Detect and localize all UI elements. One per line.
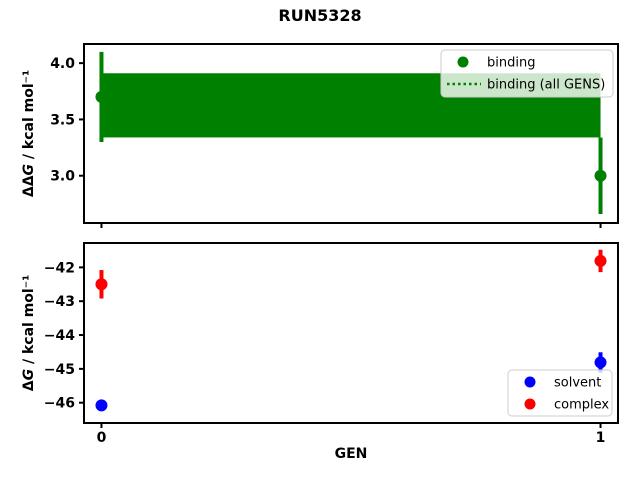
y-tick-label: 4.0 — [50, 56, 75, 72]
y-tick-label: −46 — [44, 396, 75, 412]
y-axis-label: ΔG / kcal mol⁻¹ — [21, 275, 37, 391]
y-tick-label: −45 — [44, 362, 75, 378]
y-tick-label: −44 — [44, 328, 75, 344]
axes-frame — [83, 242, 619, 424]
x-tick-label: 1 — [596, 430, 606, 446]
axes-frame — [83, 43, 619, 224]
y-tick-label: −43 — [44, 294, 75, 310]
y-tick-label: 3.5 — [50, 112, 75, 128]
solvent-point — [594, 356, 607, 369]
legend-box — [440, 49, 614, 98]
legend-label: solvent — [554, 376, 601, 391]
complex-point — [594, 254, 607, 267]
legend-label: complex — [554, 398, 609, 413]
binding-point — [95, 90, 108, 103]
subplot-bottom: −42 −43 −44 −45 −46 0 1 ΔG / kcal mol⁻¹ solvent c… — [21, 242, 619, 446]
y-axis-label: ΔΔG / kcal mol⁻¹ — [21, 70, 37, 197]
binding-legend-marker-icon — [457, 56, 469, 68]
x-axis-label: GEN — [334, 446, 368, 462]
solvent-legend-marker-icon — [524, 376, 536, 388]
complex-point — [95, 278, 108, 291]
binding-point — [594, 169, 607, 182]
solvent-point — [95, 399, 108, 412]
legend: solvent complex — [507, 369, 613, 417]
y-tick-label: 3.0 — [50, 169, 75, 185]
y-tick-label: −42 — [44, 260, 75, 276]
legend: binding binding (all GENS) — [440, 49, 614, 98]
x-tick-label: 0 — [97, 430, 107, 446]
legend-label: binding (all GENS) — [487, 78, 605, 93]
subplot-top: 4.0 3.5 3.0 ΔΔG / kcal mol⁻¹ binding binding … — [21, 43, 619, 228]
chart-title: RUN5328 — [278, 6, 362, 25]
legend-label: binding — [487, 56, 535, 71]
complex-legend-marker-icon — [524, 398, 536, 410]
